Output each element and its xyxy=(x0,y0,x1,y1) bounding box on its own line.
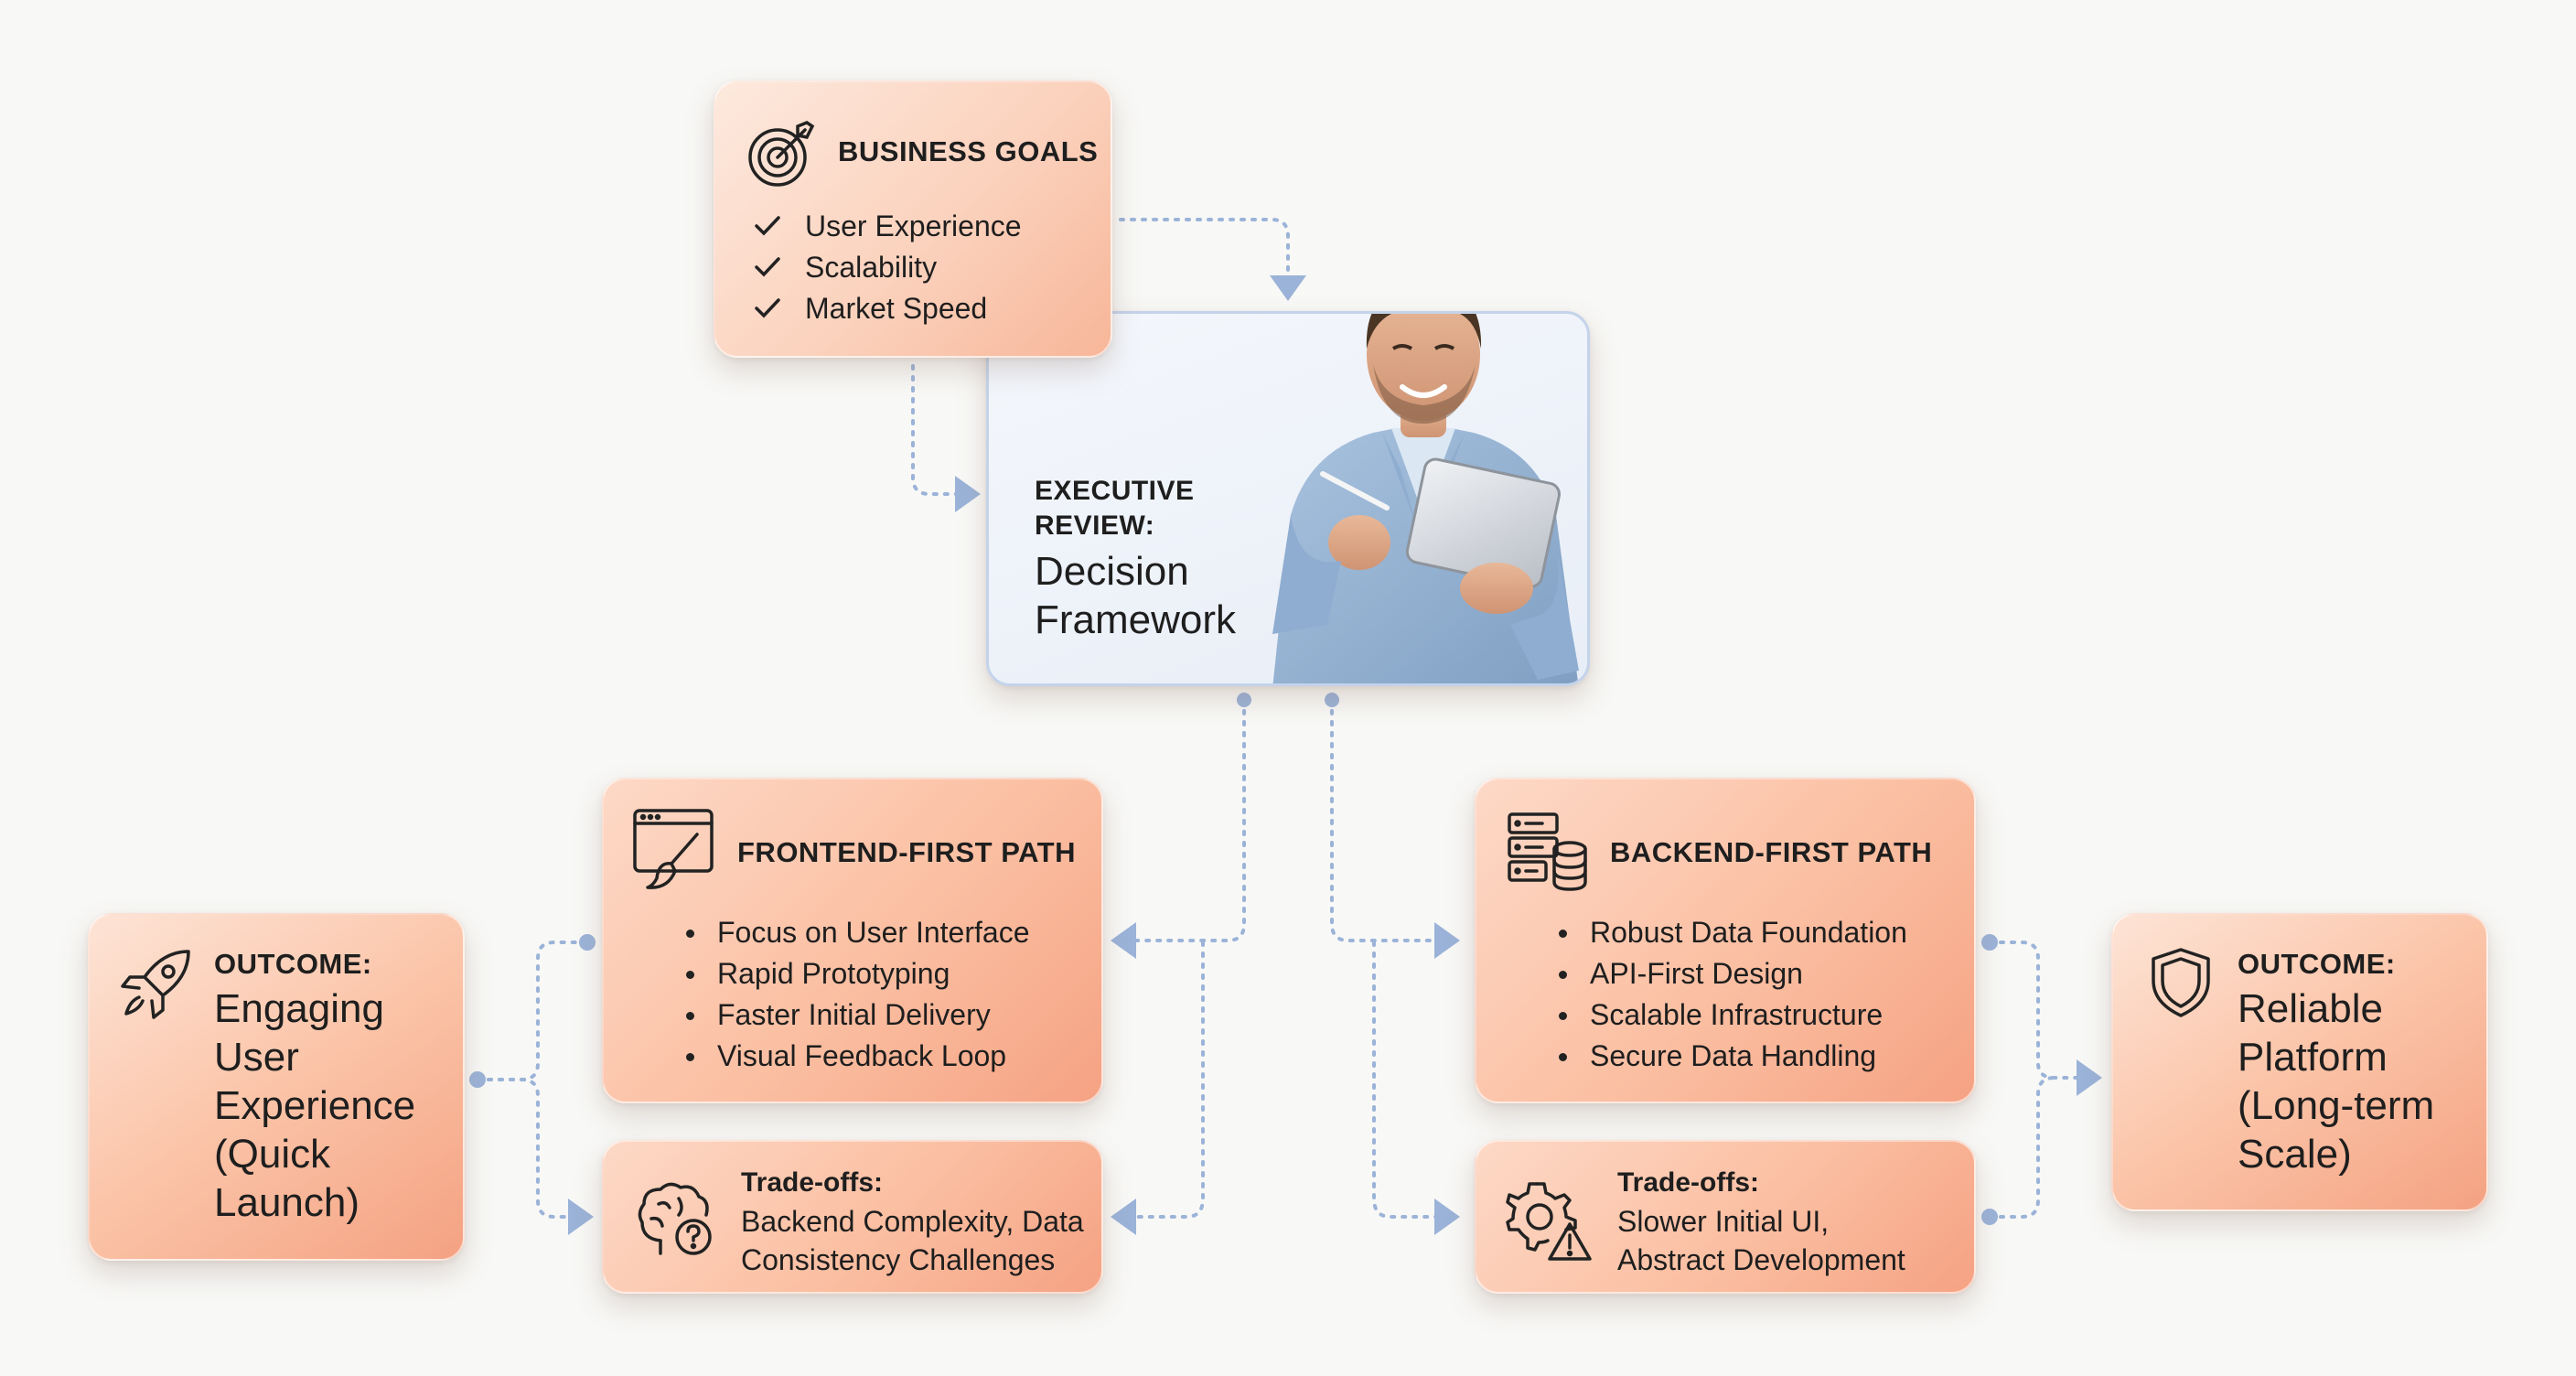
backend-tradeoffs-line2: Abstract Development xyxy=(1617,1243,1905,1276)
check-icon xyxy=(755,257,780,277)
list-item: Visual Feedback Loop xyxy=(684,1036,1029,1077)
frontend-tradeoffs-body: Backend Complexity, Data Consistency Cha… xyxy=(741,1202,1125,1279)
backend-path-card: BACKEND-FIRST PATH Robust Data Foundatio… xyxy=(1475,778,1976,1103)
server-database-icon xyxy=(1506,811,1590,893)
frontend-path-card: FRONTEND-FIRST PATH Focus on User Interf… xyxy=(602,778,1103,1103)
list-item: Secure Data Handling xyxy=(1557,1036,1907,1077)
executive-title-line1: Decision xyxy=(1035,549,1189,594)
business-goals-title: BUSINESS GOALS xyxy=(838,135,1099,167)
executive-review-title: Decision Framework xyxy=(1035,547,1236,644)
list-item: Faster Initial Delivery xyxy=(684,994,1029,1036)
backend-outcome-text: Reliable Platform (Long-term Scale) xyxy=(2238,984,2434,1178)
backend-outcome-line: Platform xyxy=(2238,1035,2388,1080)
gear-warning-icon xyxy=(1506,1178,1594,1264)
frontend-outcome-line: Launch) xyxy=(214,1180,360,1225)
backend-outcome-line: Scale) xyxy=(2238,1132,2352,1177)
list-item: Focus on User Interface xyxy=(684,912,1029,953)
frontend-outcome-line: Engaging xyxy=(214,986,384,1031)
backend-tradeoffs-card: Trade-offs: Slower Initial UI, Abstract … xyxy=(1475,1140,1976,1294)
backend-path-list: Robust Data Foundation API-First Design … xyxy=(1557,912,1907,1077)
list-item: Rapid Prototyping xyxy=(684,953,1029,994)
frontend-path-list: Focus on User Interface Rapid Prototypin… xyxy=(684,912,1029,1077)
browser-brush-icon xyxy=(631,807,715,891)
list-item: Scalability xyxy=(754,247,1022,288)
connector-goals-to-review-left xyxy=(911,364,981,512)
frontend-path-title: FRONTEND-FIRST PATH xyxy=(737,836,1076,868)
list-item: API-First Design xyxy=(1557,953,1907,994)
connector-review-to-frontend xyxy=(1111,698,1246,959)
backend-outcome-card: OUTCOME: Reliable Platform (Long-term Sc… xyxy=(2111,913,2488,1211)
frontend-outcome-line: (Quick xyxy=(214,1132,331,1177)
shield-icon xyxy=(2148,946,2214,1019)
frontend-outcome-card: OUTCOME: Engaging User Experience (Quick… xyxy=(88,913,465,1261)
backend-outcome-label: OUTCOME: xyxy=(2238,948,2396,980)
check-icon xyxy=(755,216,780,236)
connector-goals-to-review-top xyxy=(1119,218,1306,301)
business-goals-list: User Experience Scalability Market Speed xyxy=(754,206,1022,329)
backend-tradeoffs-title: Trade-offs: xyxy=(1617,1167,1760,1198)
check-icon xyxy=(755,298,780,318)
executive-review-card: EXECUTIVE REVIEW: Decision Framework xyxy=(986,311,1590,686)
frontend-outcome-line: User xyxy=(214,1035,299,1080)
brain-question-icon xyxy=(633,1177,721,1264)
frontend-tradeoffs-line1: Backend Complexity, Data xyxy=(741,1205,1084,1238)
person-with-tablet-image xyxy=(1272,314,1579,683)
frontend-outcome-text: Engaging User Experience (Quick Launch) xyxy=(214,984,415,1227)
connector-review-to-frontend-tradeoffs xyxy=(1111,941,1205,1235)
list-item: Scalable Infrastructure xyxy=(1557,994,1907,1036)
list-item: Robust Data Foundation xyxy=(1557,912,1907,953)
list-item: User Experience xyxy=(754,206,1022,247)
backend-outcome-line: Reliable xyxy=(2238,986,2383,1031)
connector-backend-outcome-bracket xyxy=(1988,941,2102,1096)
rocket-icon xyxy=(117,946,194,1023)
backend-tradeoffs-body: Slower Initial UI, Abstract Development xyxy=(1617,1202,2002,1279)
backend-outcome-line: (Long-term xyxy=(2238,1083,2435,1128)
frontend-tradeoffs-title: Trade-offs: xyxy=(741,1167,884,1198)
list-item: Market Speed xyxy=(754,288,1022,329)
backend-tradeoffs-line1: Slower Initial UI, xyxy=(1617,1205,1830,1238)
executive-review-label: EXECUTIVE REVIEW: xyxy=(1035,474,1195,543)
frontend-tradeoffs-card: Trade-offs: Backend Complexity, Data Con… xyxy=(602,1140,1103,1294)
connector-frontend-outcome-bracket xyxy=(476,941,587,1081)
target-icon xyxy=(745,117,818,190)
connector-review-to-backend xyxy=(1330,698,1460,959)
executive-title-line2: Framework xyxy=(1035,597,1237,642)
backend-path-title: BACKEND-FIRST PATH xyxy=(1610,836,1933,868)
frontend-tradeoffs-line2: Consistency Challenges xyxy=(741,1243,1056,1276)
executive-label-line1: EXECUTIVE xyxy=(1035,476,1195,506)
executive-label-line2: REVIEW: xyxy=(1035,511,1155,541)
business-goals-card: BUSINESS GOALS User Experience Scalabili… xyxy=(714,81,1112,358)
connector-review-to-backend-tradeoffs xyxy=(1372,941,1460,1235)
frontend-outcome-line: Experience xyxy=(214,1083,416,1128)
frontend-outcome-label: OUTCOME: xyxy=(214,948,372,980)
